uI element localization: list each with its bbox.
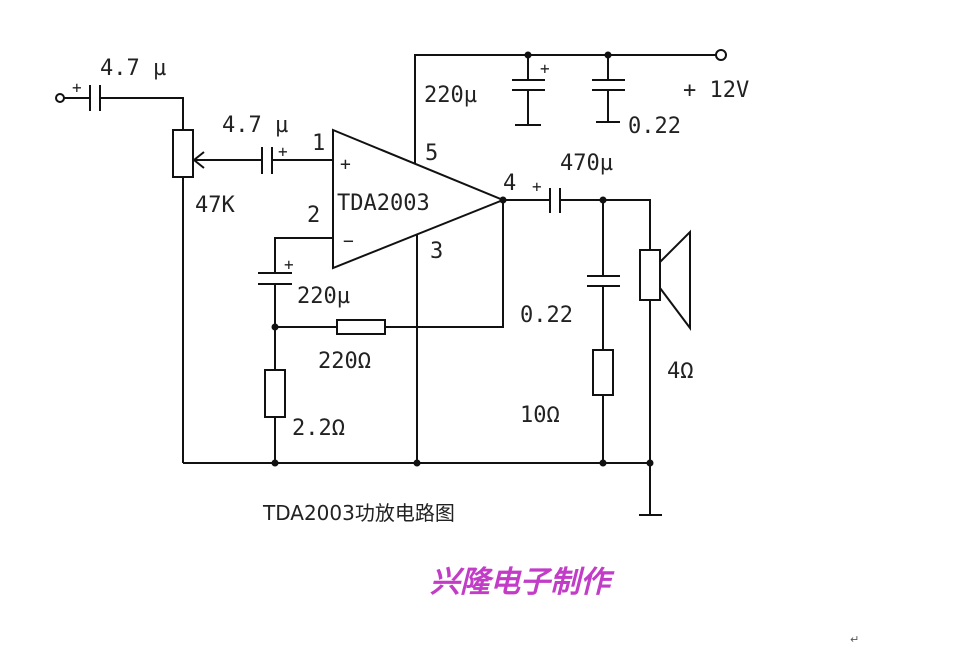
supply-capacitor (512, 55, 545, 126)
bypass-cap-label: 0.22 (628, 114, 681, 139)
bypass-capacitor (592, 55, 625, 123)
input-capacitor (89, 85, 101, 111)
gain-res-label: 2.2Ω (292, 416, 345, 441)
output-cap-label: 470µ (560, 151, 613, 176)
supply-terminal (715, 49, 727, 61)
fb-cap-plus: + (284, 255, 294, 274)
return-mark: ↵ (850, 633, 859, 646)
speaker (639, 229, 691, 331)
chip-label: TDA2003 (337, 191, 430, 216)
feedback-capacitor (258, 237, 333, 463)
feedback-wire (273, 200, 504, 328)
zobel-network (587, 200, 620, 463)
noninv-sign: + (340, 154, 351, 175)
fb-cap-label: 220µ (297, 284, 350, 309)
coupling-cap-label: 4.7 µ (222, 113, 288, 138)
inv-sign: − (343, 231, 354, 252)
diagram-caption: TDA2003功放电路图 (262, 501, 455, 525)
brand-watermark: 兴隆电子制作 (430, 565, 615, 600)
input-cap-plus: + (72, 78, 82, 97)
output-capacitor (549, 188, 561, 213)
coupling-cap-plus: + (278, 142, 288, 161)
ground-rail (183, 234, 650, 464)
output-cap-plus: + (532, 177, 542, 196)
wire (100, 97, 184, 130)
supply-label: + 12V (683, 78, 749, 103)
pin1-label: 1 (312, 131, 325, 156)
potentiometer (172, 129, 194, 178)
junction-dots (271, 51, 654, 467)
input-terminal (55, 93, 90, 103)
wire (560, 199, 662, 516)
pin3-label: 3 (430, 239, 443, 264)
zobel-cap-label: 0.22 (520, 303, 573, 328)
supply-wire (414, 54, 716, 164)
supply-cap-plus: + (540, 59, 550, 78)
coupling-capacitor (261, 147, 273, 174)
pin2-label: 2 (307, 203, 320, 228)
input-cap-label: 4.7 µ (100, 56, 166, 81)
feedback-res-label: 220Ω (318, 349, 371, 374)
wiper-arrow (193, 151, 262, 169)
zobel-res-label: 10Ω (520, 403, 560, 428)
feedback-resistor (336, 319, 386, 335)
gain-resistor (264, 369, 286, 418)
pot-label: 47K (195, 193, 235, 218)
pin5-label: 5 (425, 141, 438, 166)
speaker-label: 4Ω (667, 359, 694, 384)
pin4-label: 4 (503, 171, 516, 196)
supply-cap-label: 220µ (424, 83, 477, 108)
